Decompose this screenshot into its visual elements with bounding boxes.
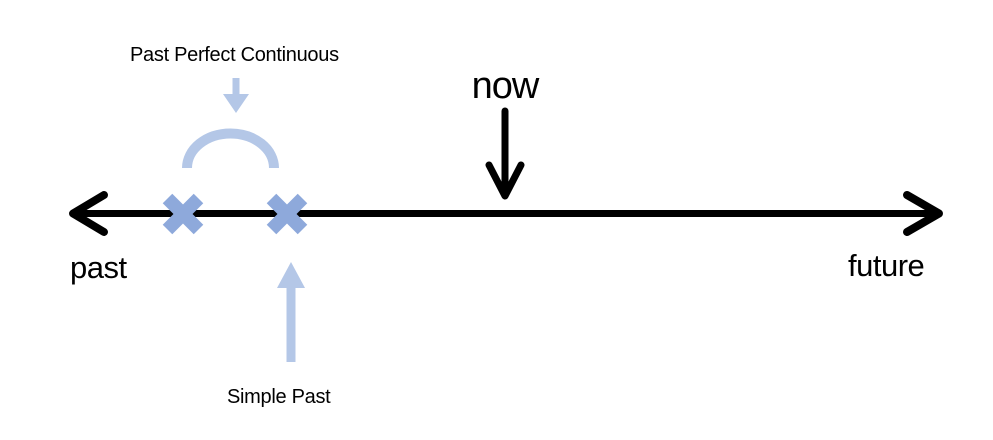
simple-past-label: Simple Past xyxy=(227,386,331,408)
past-label: past xyxy=(70,250,127,285)
timeline-arrowhead-right-icon xyxy=(903,191,943,236)
down-arrow-icon xyxy=(223,78,249,113)
past-perfect-continuous-label: Past Perfect Continuous xyxy=(130,44,339,66)
timeline-arrowhead-left-icon xyxy=(69,191,108,236)
up-arrow-icon xyxy=(277,262,305,362)
timeline-axis xyxy=(69,191,943,236)
x-marker-icon xyxy=(162,193,204,235)
now-arrow-icon xyxy=(485,107,525,200)
x-marker-icon xyxy=(266,193,308,235)
now-arrowhead xyxy=(485,161,525,200)
now-label: now xyxy=(471,65,540,107)
duration-arc-icon xyxy=(182,128,279,169)
future-label: future xyxy=(848,248,925,283)
